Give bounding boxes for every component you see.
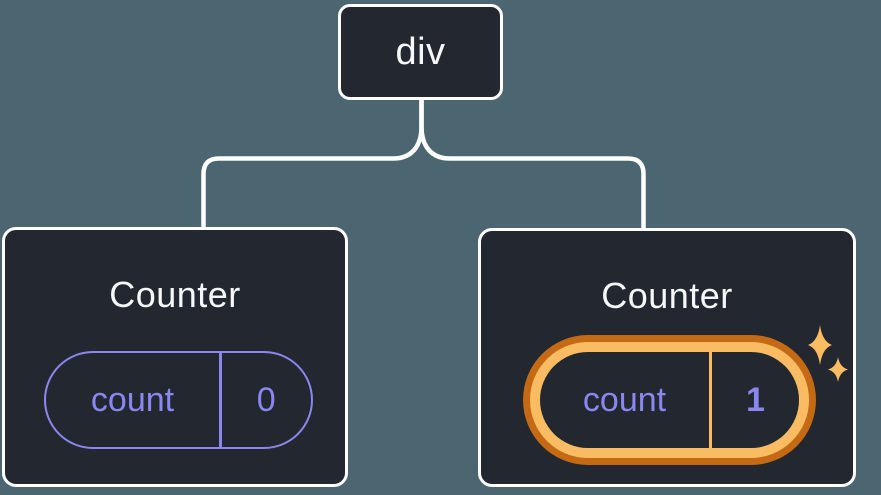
state-pill-gold-ring: count 1 [530, 342, 809, 458]
state-pill-count-1-highlight-ring: count 1 [523, 335, 816, 465]
state-key-label: count [582, 380, 667, 419]
connector-left-branch [201, 100, 424, 232]
root-node-label: div [395, 30, 446, 73]
state-key-label: count [90, 380, 175, 419]
state-value-label: 0 [256, 380, 276, 419]
counter-node-left: Counter count 0 [2, 227, 348, 487]
pill-divider [709, 352, 712, 448]
pill-divider [219, 353, 222, 447]
state-pill-count-0: count 0 [44, 351, 313, 449]
state-pill-count-1: count 1 [540, 352, 799, 448]
counter-title: Counter [601, 275, 733, 316]
connector-right-branch [419, 100, 646, 232]
state-value-label: 1 [746, 380, 765, 419]
sparkle-small [828, 357, 848, 382]
counter-title: Counter [109, 274, 241, 315]
root-node-div: div [338, 4, 503, 100]
counter-node-right: Counter count 1 [478, 228, 856, 487]
sparkle-large [808, 325, 832, 365]
